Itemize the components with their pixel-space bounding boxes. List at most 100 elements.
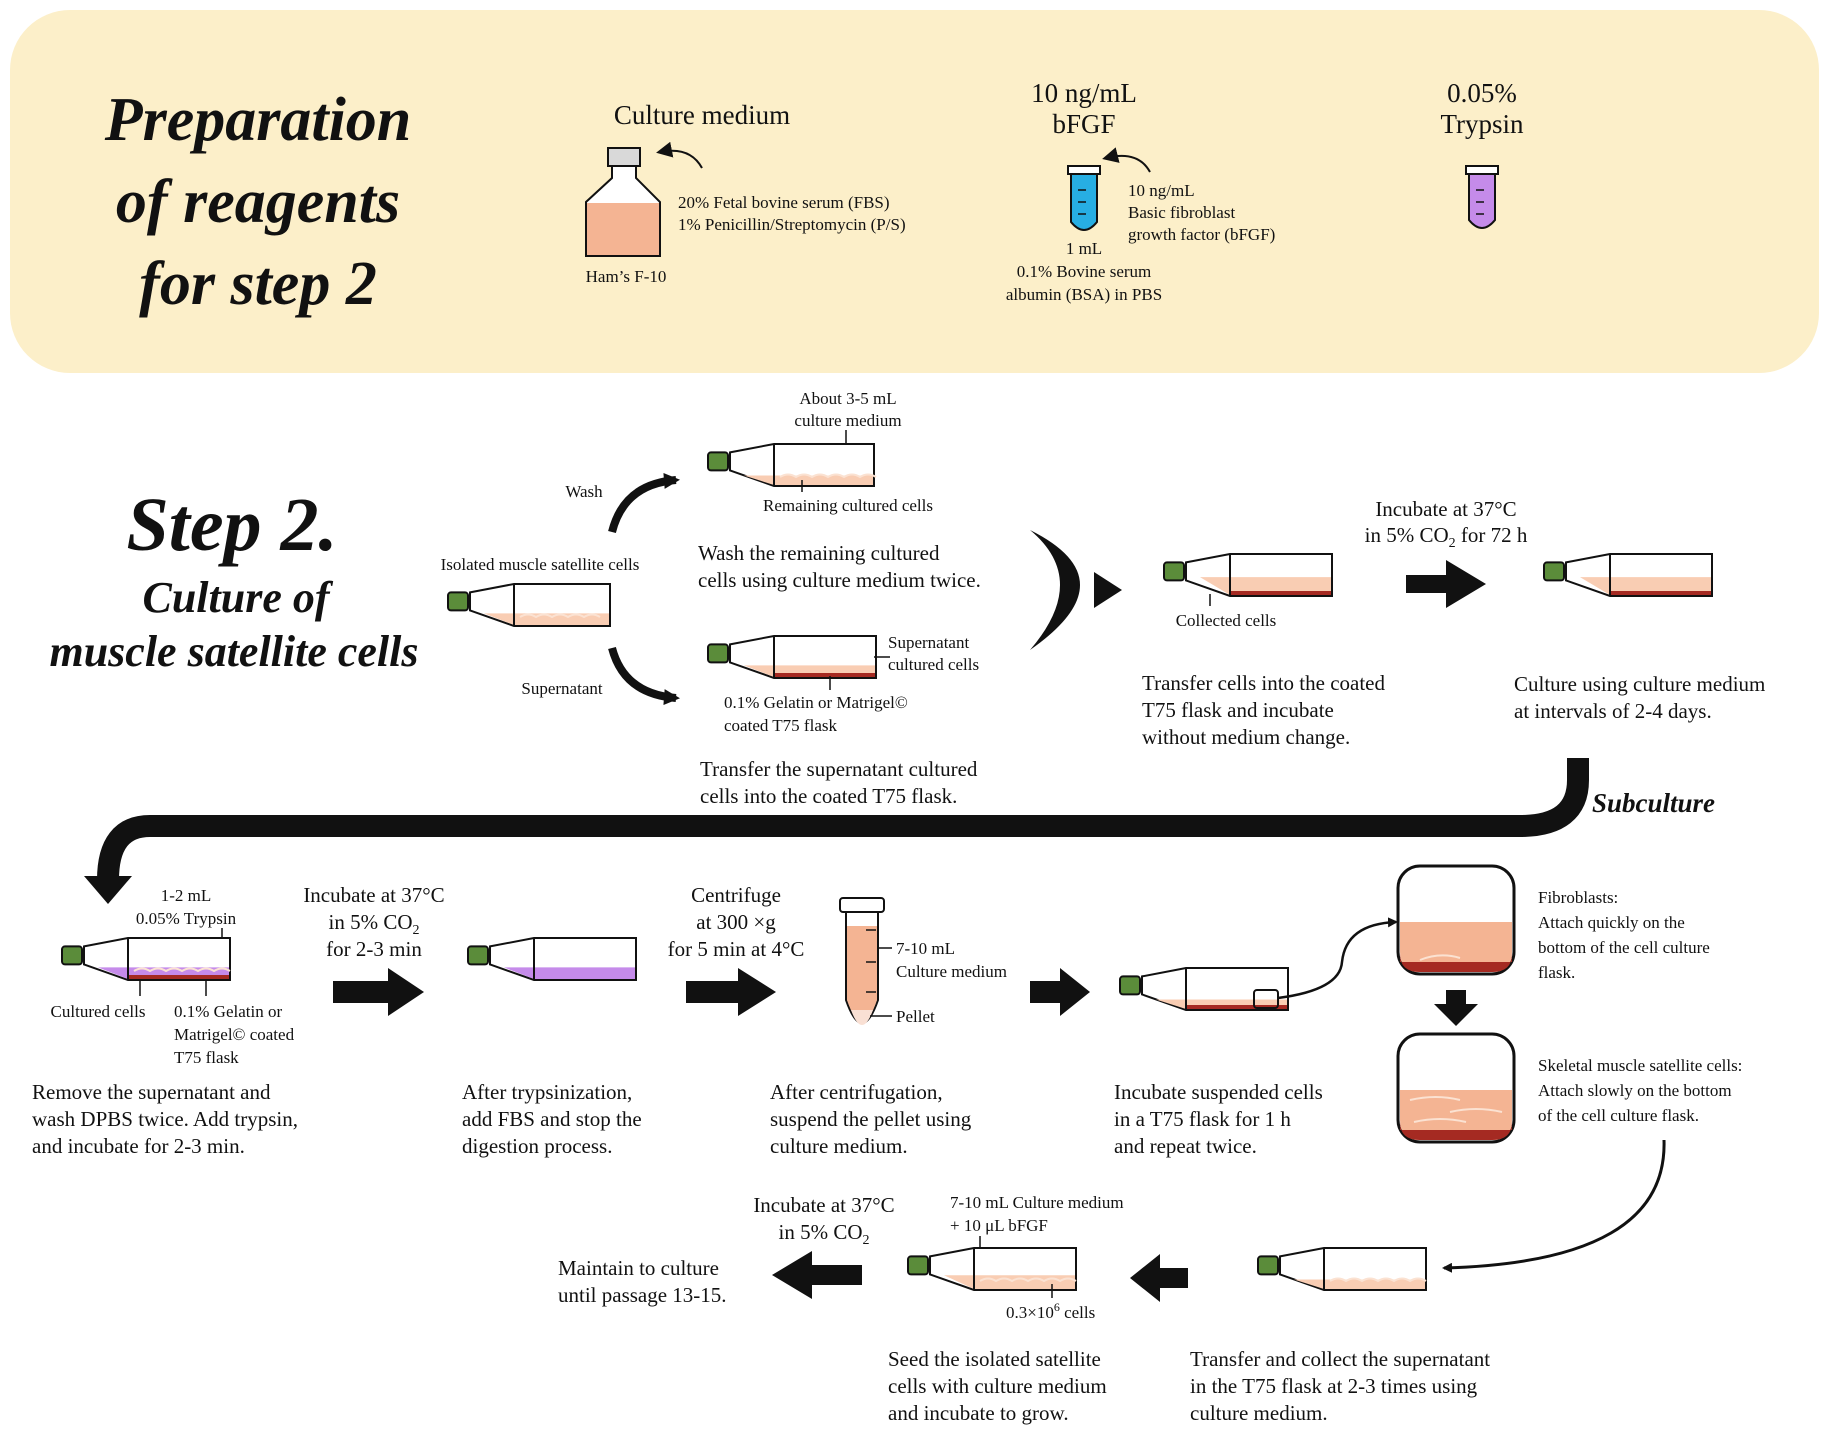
wash-flask-bottom: Remaining cultured cells [763, 496, 933, 515]
medium-bottle-icon [585, 147, 661, 257]
coated-label-2: Matrigel© coated [174, 1025, 295, 1044]
incubate-final-2: in 5% CO2 [779, 1220, 870, 1248]
cultured-cells-label: Cultured cells [51, 1002, 146, 1021]
incubate-final-1: Incubate at 37°C [753, 1193, 894, 1217]
isolated-flask-icon [447, 583, 611, 627]
step-subtitle-2: muscle satellite cells [49, 627, 418, 676]
bfgf-desc-3: growth factor (bFGF) [1128, 225, 1275, 244]
bfgf-tube-icon [1067, 165, 1101, 231]
remove-caption-2: wash DPBS twice. Add trypsin, [32, 1107, 298, 1131]
collected-label: Collected cells [1176, 611, 1277, 630]
transfer-flask-icon [1257, 1247, 1427, 1291]
to-suspended-arrow-icon [1030, 968, 1090, 1016]
super-flask-right-1: Supernatant [888, 633, 969, 652]
subculture-label: Subculture [1592, 788, 1715, 818]
trypsin-group: 0.05% Trypsin [1440, 78, 1524, 229]
to-transfer-arrow-icon [1442, 1139, 1666, 1273]
reagent-panel [10, 10, 1819, 373]
trypsin-heading-1: 0.05% [1447, 78, 1517, 108]
incubate-final-arrow-icon [772, 1251, 862, 1299]
centrifuge-2: at 300 ×g [696, 910, 776, 934]
centrifuge-1: Centrifuge [691, 883, 781, 907]
centrifuge-caption-3: culture medium. [770, 1134, 908, 1158]
wash-flask-icon [707, 443, 877, 487]
medium-add-arrow-icon [656, 141, 703, 169]
suspended-caption-2: in a T75 flask for 1 h [1114, 1107, 1291, 1131]
medium-additive-1: 20% Fetal bovine serum (FBS) [678, 193, 890, 212]
culture-medium-group: Culture medium 20% Fetal bovine serum (F… [585, 100, 906, 286]
fibro-line-4: flask. [1538, 963, 1575, 982]
collected-caption-2: T75 flask and incubate [1142, 698, 1334, 722]
collected-caption-3: without medium change. [1142, 725, 1350, 749]
medium-additive-2: 1% Penicillin/Streptomycin (P/S) [678, 215, 906, 234]
prep-title-line-3: for step 2 [139, 250, 377, 318]
culture-flask-icon [1543, 553, 1713, 597]
fibro-line-1: Fibroblasts: [1538, 888, 1618, 907]
fibro-line-3: bottom of the cell culture [1538, 938, 1710, 957]
collected-caption-1: Transfer cells into the coated [1142, 671, 1385, 695]
seed-caption-2: cells with culture medium [888, 1374, 1107, 1398]
tube-medium-1: 7-10 mL [896, 939, 955, 958]
bfgf-desc-1: 10 ng/mL [1128, 181, 1195, 200]
fibroblast-well-icon [1396, 864, 1516, 976]
trypsin-flask-icon [61, 937, 231, 981]
satellite-well-icon [1396, 1032, 1516, 1144]
centrifuge-caption-2: suspend the pellet using [770, 1107, 972, 1131]
prep-title: Preparation of reagents for step 2 [104, 86, 412, 318]
seed-caption-1: Seed the isolated satellite [888, 1347, 1101, 1371]
supernatant-label: Supernatant [521, 679, 602, 698]
trypsin-flask-top-1: 1-2 mL [161, 886, 212, 905]
seed-top-2: + 10 μL bFGF [950, 1216, 1048, 1235]
trypsin-tube-icon [1465, 165, 1499, 229]
supernatant-flask-icon [707, 635, 877, 679]
zoom-arrow-icon [1277, 917, 1398, 1000]
seed-flask-icon [907, 1247, 1077, 1291]
transfer-caption-2: in the T75 flask at 2-3 times using [1190, 1374, 1478, 1398]
culture-medium-heading: Culture medium [614, 100, 790, 130]
bfgf-desc-2: Basic fibroblast [1128, 203, 1235, 222]
seed-cells-label: 0.3×106 cells [1006, 1300, 1095, 1322]
remove-caption-1: Remove the supernatant and [32, 1080, 271, 1104]
wash-caption-1: Wash the remaining cultured [698, 541, 940, 565]
merge-arrowhead-icon [1094, 572, 1122, 608]
coated-label-1: 0.1% Gelatin or [174, 1002, 282, 1021]
incubate-trypsin-arrow-icon [333, 968, 424, 1016]
incubate-trypsin-3: for 2-3 min [326, 937, 422, 961]
centrifuge-tube-icon [839, 897, 885, 1025]
subculture-arrowhead-icon [84, 876, 132, 904]
bfgf-add-arrow-icon [1102, 147, 1151, 173]
bfgf-base-3: albumin (BSA) in PBS [1006, 285, 1162, 304]
to-seed-arrow-icon [1130, 1254, 1188, 1302]
supernatant-arrow-icon [608, 646, 680, 706]
wash-caption-2: cells using culture medium twice. [698, 568, 981, 592]
prep-title-line-2: of reagents [116, 168, 400, 236]
seed-caption-3: and incubate to grow. [888, 1401, 1069, 1425]
bfgf-heading-1: 10 ng/mL [1031, 78, 1137, 108]
incubate72-line-2: in 5% CO2 for 72 h [1365, 523, 1528, 551]
trypsin-heading-2: Trypsin [1440, 109, 1524, 139]
trypsin-caption-1: After trypsinization, [462, 1080, 632, 1104]
incubate72-line-1: Incubate at 37°C [1375, 497, 1516, 521]
coated-label-3: T75 flask [174, 1048, 239, 1067]
super-caption-2: cells into the coated T75 flask. [700, 784, 957, 808]
culture-caption-1: Culture using culture medium [1514, 672, 1765, 696]
transfer-caption-1: Transfer and collect the supernatant [1190, 1347, 1490, 1371]
transfer-caption-3: culture medium. [1190, 1401, 1328, 1425]
well-down-arrow-icon [1434, 990, 1478, 1026]
isolated-label: Isolated muscle satellite cells [441, 555, 640, 574]
step-subtitle-1: Culture of [142, 573, 333, 622]
wash-arrow-icon [608, 472, 680, 534]
wash-flask-top-2: culture medium [794, 411, 901, 430]
suspended-caption-1: Incubate suspended cells [1114, 1080, 1323, 1104]
trypsin-caption-2: add FBS and stop the [462, 1107, 642, 1131]
trypsin-caption-3: digestion process. [462, 1134, 612, 1158]
tube-pellet-label: Pellet [896, 1007, 935, 1026]
subculture-arrow-icon [97, 758, 1589, 881]
culture-caption-2: at intervals of 2-4 days. [1514, 699, 1712, 723]
step-title: Step 2. [126, 483, 337, 567]
prep-title-line-1: Preparation [104, 86, 412, 154]
maintain-caption-2: until passage 13-15. [558, 1283, 727, 1307]
bottle-label: Ham’s F-10 [586, 267, 667, 286]
super-flask-bottom-1: 0.1% Gelatin or Matrigel© [724, 693, 908, 712]
wash-flask-top-1: About 3-5 mL [799, 389, 896, 408]
